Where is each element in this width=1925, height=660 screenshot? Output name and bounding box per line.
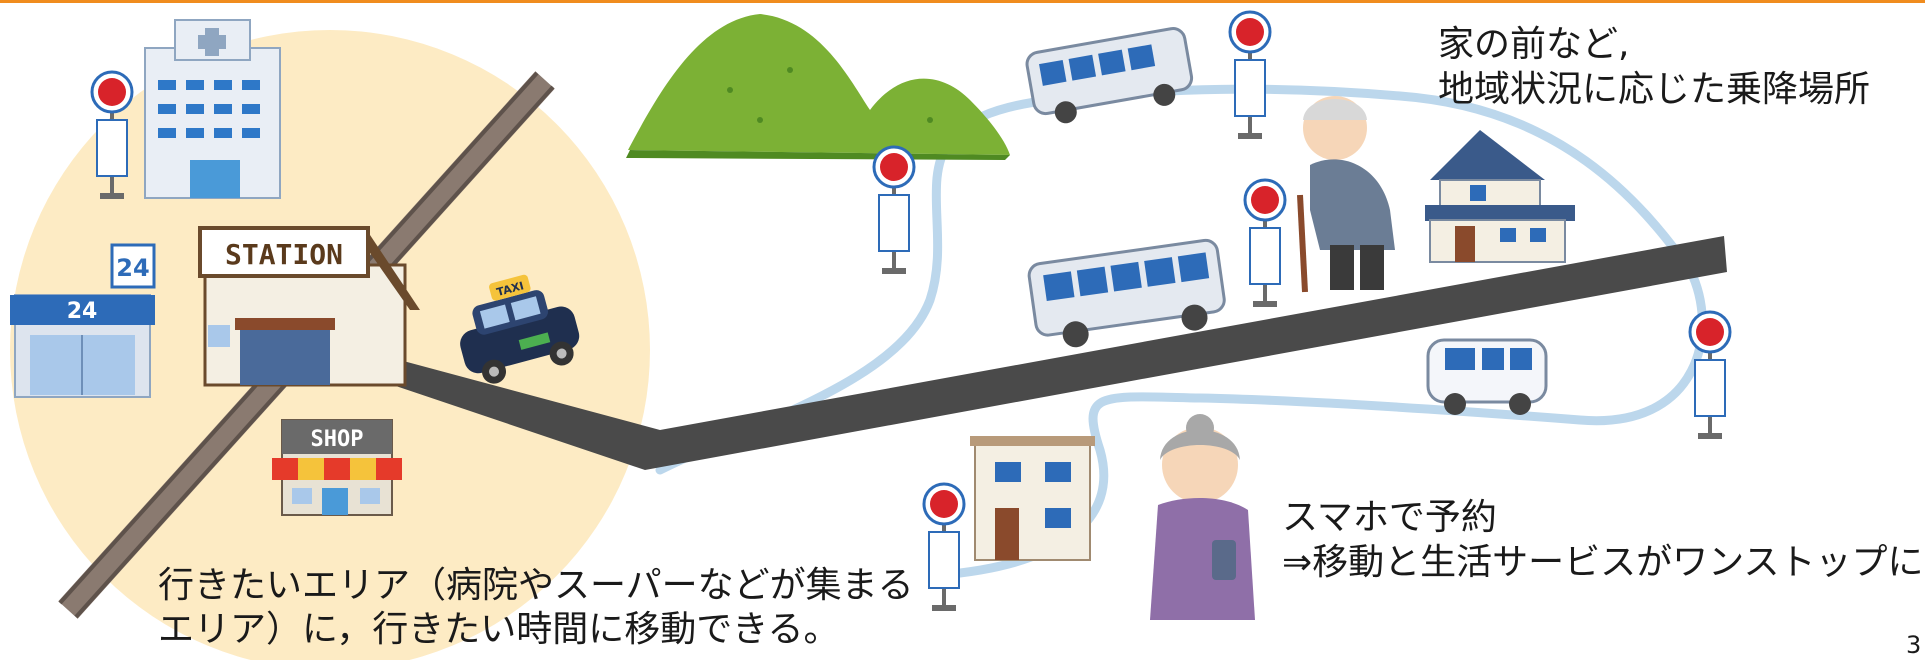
bus-stop-icon: [90, 70, 134, 199]
taxi-car: TAXI: [460, 274, 580, 384]
elderly-man-illustration: [1297, 96, 1395, 293]
station-sign: STATION: [225, 238, 343, 271]
station-building: STATION: [198, 226, 420, 387]
mountain-icon: [626, 14, 1010, 160]
store-sign-24: 24: [116, 254, 149, 282]
bus-middle: [1027, 238, 1226, 348]
shop-building: SHOP: [272, 419, 402, 516]
demand-route-line: [655, 84, 1707, 580]
bus-stop-icon: [922, 482, 966, 611]
bus-stop-icon: [1228, 10, 1272, 139]
page-number: 3: [1906, 631, 1922, 659]
bus-stop-icon: [1243, 178, 1287, 307]
shop-sign: SHOP: [311, 427, 364, 452]
caption-home-line1: 家の前など,: [1438, 24, 1630, 65]
demand-van: [1426, 338, 1548, 415]
caption-smartphone-line1: スマホで予約: [1282, 497, 1497, 538]
caption-area-line1: 行きたいエリア（病院やスーパーなどが集まる: [158, 565, 914, 606]
store-banner-24: 24: [67, 299, 98, 324]
caption-home-pickup: 家の前など, 地域状況に応じた乗降場所: [1438, 22, 1870, 112]
house-right: [1425, 130, 1575, 263]
caption-smartphone-line2: ⇒移動と生活サービスがワンストップに: [1282, 542, 1924, 583]
bus-stop-icon: [872, 145, 916, 274]
bus-upper: [1025, 27, 1194, 124]
top-accent-bar: [0, 0, 1925, 3]
elderly-woman-illustration: [1150, 414, 1255, 620]
convenience-store: 24 24: [10, 243, 156, 398]
caption-destination-area: 行きたいエリア（病院やスーパーなどが集まる エリア）に，行きたい時間に移動できる…: [158, 564, 914, 652]
caption-area-line2: エリア）に，行きたい時間に移動できる。: [158, 608, 840, 650]
bus-stop-icon: [1688, 310, 1732, 439]
smartphone-icon: [1212, 540, 1236, 580]
hospital-building: [144, 19, 281, 199]
house-bottom: [970, 436, 1095, 561]
caption-home-line2: 地域状況に応じた乗降場所: [1438, 69, 1871, 110]
caption-smartphone-booking: スマホで予約 ⇒移動と生活サービスがワンストップに: [1282, 495, 1923, 585]
